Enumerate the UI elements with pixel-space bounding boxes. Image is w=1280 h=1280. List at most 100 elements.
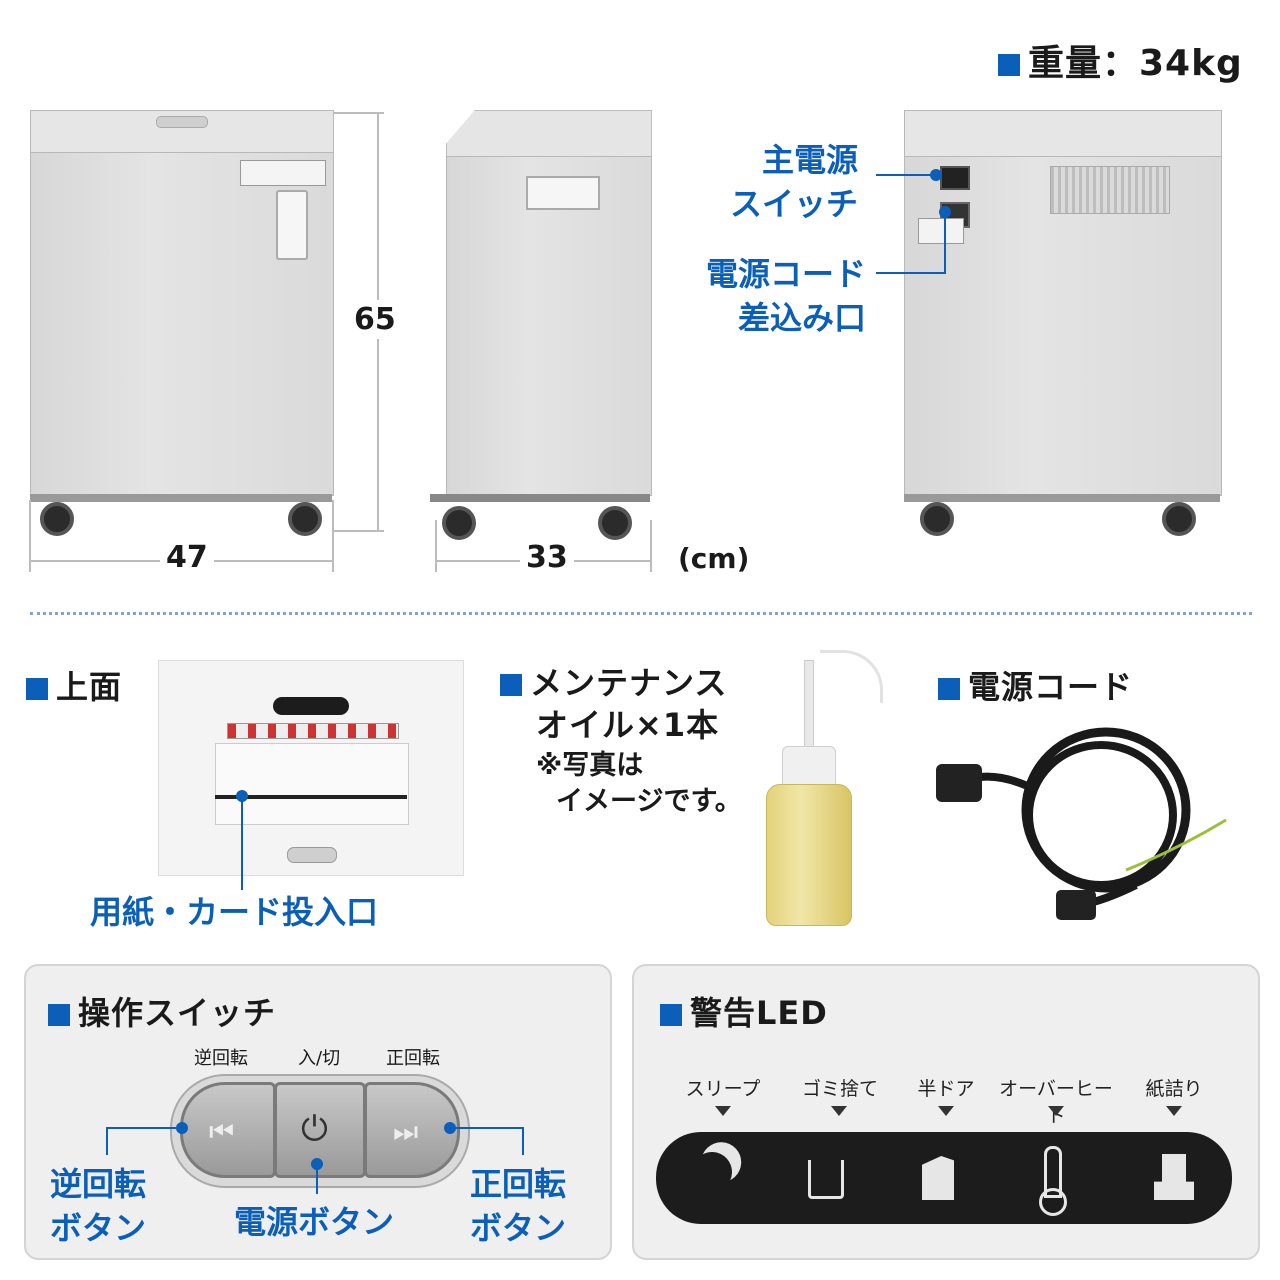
led-strip [656, 1132, 1232, 1224]
side-base [430, 494, 650, 502]
power-leader [316, 1166, 318, 1194]
width-dimension-cap [332, 500, 334, 572]
bullet-square-icon [26, 678, 48, 700]
warning-strip [227, 723, 399, 739]
reverse-dot [176, 1122, 188, 1134]
width-value: 47 [160, 540, 214, 575]
door-icon [922, 1156, 954, 1200]
rear-sticker [918, 218, 964, 244]
led-label-door: 半ドア [917, 1078, 975, 1100]
front-view [30, 110, 334, 536]
power-icon: ⏻ [301, 1109, 328, 1149]
front-lid-buttons [156, 116, 208, 128]
led-label-jam: 紙詰り [1145, 1078, 1203, 1100]
power-callout: 電源ボタン [234, 1203, 395, 1241]
cord-inlet-callout: 電源コード 差込み口 [705, 255, 866, 337]
bullet-square-icon [660, 1004, 682, 1026]
bottle-cap-tube [820, 650, 883, 703]
wheel-icon [1162, 502, 1196, 536]
main-switch-leader [876, 174, 936, 176]
forward-icon: ⏭ [393, 1115, 419, 1148]
paper-slot-panel [215, 743, 409, 825]
slot-leader [241, 796, 243, 890]
side-body [446, 156, 652, 496]
ground-wire [1125, 818, 1227, 872]
pointer-icon [1166, 1106, 1182, 1116]
bottle-nozzle [804, 660, 814, 752]
led-label-sleep: スリープ [685, 1078, 761, 1100]
depth-dimension-cap [435, 520, 437, 572]
power-dot [311, 1158, 323, 1170]
reverse-leader-v [106, 1127, 108, 1155]
oil-title: メンテナンス オイル×1本 [500, 662, 727, 746]
height-value: 65 [354, 300, 396, 339]
cord-inlet-dot [939, 206, 951, 218]
bullet-square-icon [500, 674, 522, 696]
led-label-overheat: オーバーヒート [999, 1078, 1113, 1127]
cord-inlet-leader-v [944, 212, 946, 274]
side-view [430, 110, 660, 540]
depth-value: 33 [520, 540, 574, 575]
side-handle [526, 176, 600, 210]
pointer-icon [831, 1106, 847, 1116]
label-reverse-top: 逆回転 [194, 1048, 248, 1069]
pointer-icon [938, 1106, 954, 1116]
main-switch-dot [930, 169, 942, 181]
thermometer-bulb-icon [1039, 1188, 1067, 1216]
main-switch-callout: 主電源 スイッチ [729, 141, 858, 223]
unit-label: (cm) [678, 542, 750, 575]
top-switch-cluster [287, 847, 337, 863]
rear-base [904, 494, 1220, 502]
top-title: 上面 [26, 662, 122, 708]
oil-note: ※写真は イメージです。 [536, 750, 742, 817]
forward-callout: 正回転 ボタン [470, 1165, 567, 1247]
top-view-image [158, 660, 464, 876]
power-cord-image [936, 727, 1227, 920]
led-title: 警告LED [660, 988, 828, 1034]
switch-panel: 操作スイッチ 逆回転 入/切 正回転 ⏮ ⏻ ⏭ 逆回転 ボタン 電源ボタン 正… [24, 964, 612, 1260]
trash-icon [808, 1160, 844, 1199]
led-panel: 警告LED スリープ ゴミ捨て 半ドア オーバーヒート 紙詰り [632, 964, 1260, 1260]
warning-label [240, 160, 326, 186]
wheel-icon [920, 502, 954, 536]
bullet-square-icon [48, 1004, 70, 1026]
pointer-icon [1048, 1106, 1064, 1116]
weight-label: 重量：34kg [998, 34, 1243, 86]
label-forward-top: 正回転 [386, 1048, 440, 1069]
wheel-icon [442, 506, 476, 540]
switch-title: 操作スイッチ [48, 988, 276, 1034]
width-dimension-cap [29, 500, 31, 572]
cord-plug [1056, 890, 1096, 920]
height-dimension-cap [334, 530, 384, 532]
bottle-body [766, 784, 852, 926]
forward-dot [444, 1122, 456, 1134]
paper-slot [215, 795, 407, 799]
bottle-cap [782, 746, 836, 788]
rear-view [904, 110, 1224, 536]
cord-inlet-leader-h [876, 272, 946, 274]
control-strip [273, 697, 349, 715]
section-divider [30, 612, 1252, 615]
vent-grille [1050, 166, 1170, 214]
led-label-trash: ゴミ捨て [801, 1078, 878, 1100]
wheel-icon [598, 506, 632, 540]
label-power-top: 入/切 [298, 1048, 341, 1069]
reverse-leader-h [106, 1127, 178, 1129]
forward-leader-v [522, 1127, 524, 1155]
reverse-callout: 逆回転 ボタン [50, 1165, 147, 1247]
wheel-icon [40, 502, 74, 536]
cord-title: 電源コード [938, 662, 1133, 708]
cord-coil [1025, 741, 1177, 889]
moon-icon [686, 1146, 737, 1197]
forward-leader-h [452, 1127, 524, 1129]
wheel-icon [288, 502, 322, 536]
main-switch-icon [940, 166, 970, 190]
depth-dimension-cap [650, 520, 652, 572]
side-top [446, 110, 652, 158]
height-dimension-cap [334, 112, 384, 114]
cord-connector [936, 764, 982, 802]
paper-jam-icon [1154, 1154, 1194, 1200]
front-handle [276, 190, 308, 260]
rear-top [904, 110, 1222, 158]
reverse-button[interactable]: ⏮ [180, 1082, 276, 1178]
